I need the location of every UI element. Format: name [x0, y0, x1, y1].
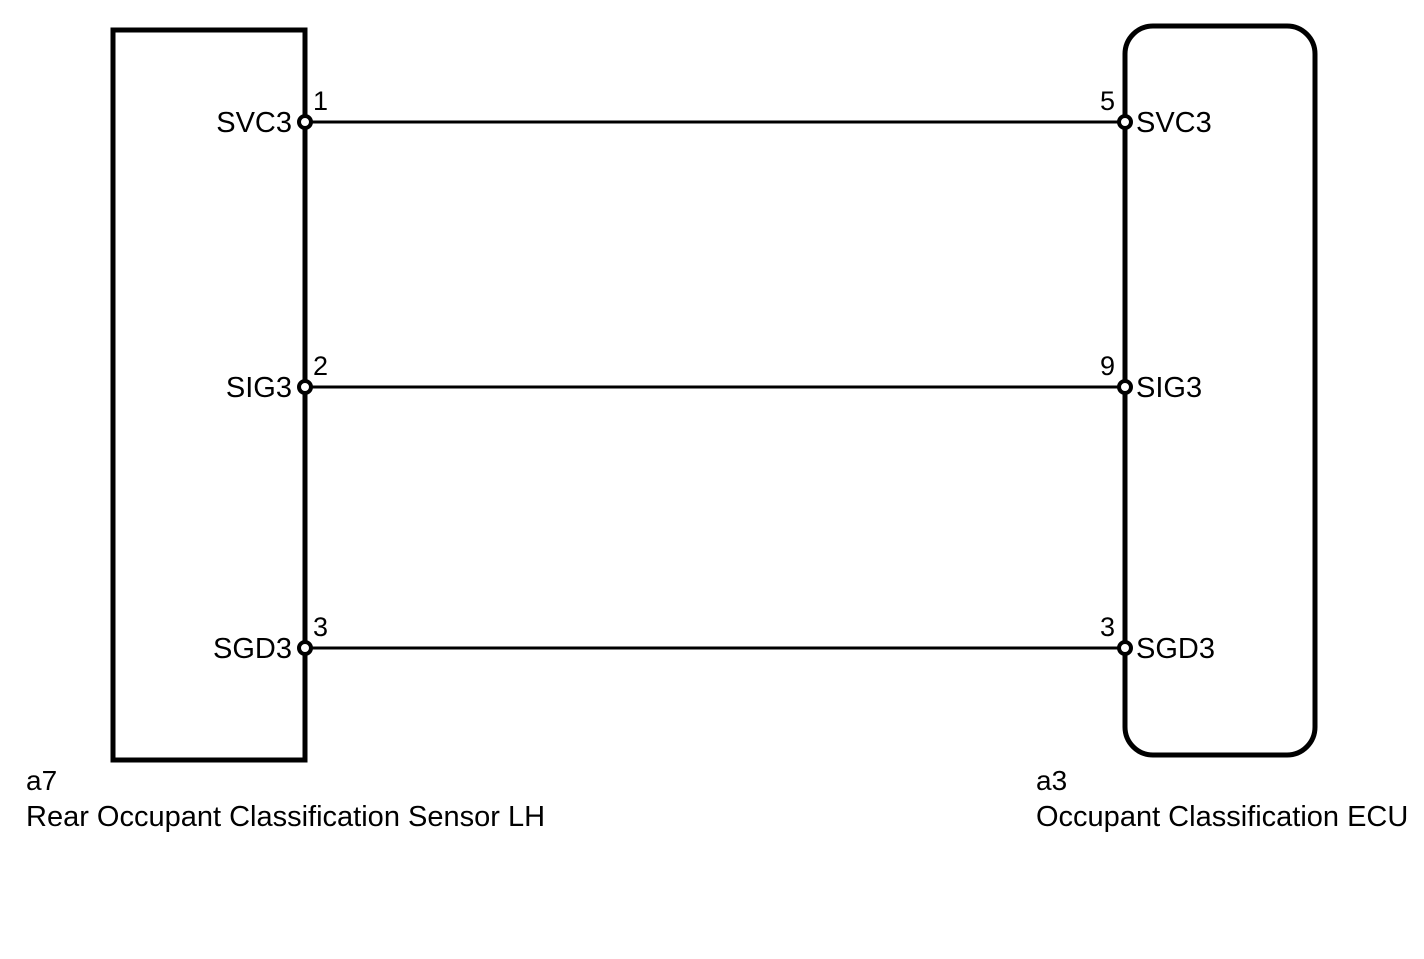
pin-number-right-9: 9: [1100, 351, 1115, 381]
pin-number-right-3: 3: [1100, 612, 1115, 642]
pin-number-left-1: 1: [313, 86, 328, 116]
connector-name-right: Occupant Classification ECU: [1036, 801, 1408, 833]
terminal-dot-left-pin-1[interactable]: [297, 114, 313, 130]
connector-code-right: a3: [1036, 765, 1067, 796]
pin-label-right-9: SIG3: [1136, 372, 1202, 404]
pin-label-left-2: SIG3: [226, 372, 292, 404]
pin-number-left-2: 2: [313, 351, 328, 381]
terminal-dot-right-pin-9[interactable]: [1117, 379, 1133, 395]
terminal-dot-right-pin-3[interactable]: [1117, 640, 1133, 656]
pin-number-left-3: 3: [313, 612, 328, 642]
pin-label-right-3: SGD3: [1136, 633, 1215, 665]
pin-number-right-5: 5: [1100, 86, 1115, 116]
connector-code-left: a7: [26, 765, 57, 796]
pin-label-left-1: SVC3: [216, 107, 292, 139]
pin-label-right-5: SVC3: [1136, 107, 1212, 139]
terminal-dot-left-pin-3[interactable]: [297, 640, 313, 656]
connector-name-left: Rear Occupant Classification Sensor LH: [26, 801, 545, 833]
terminal-dot-left-pin-2[interactable]: [297, 379, 313, 395]
pin-label-left-3: SGD3: [213, 633, 292, 665]
terminal-dot-right-pin-5[interactable]: [1117, 114, 1133, 130]
